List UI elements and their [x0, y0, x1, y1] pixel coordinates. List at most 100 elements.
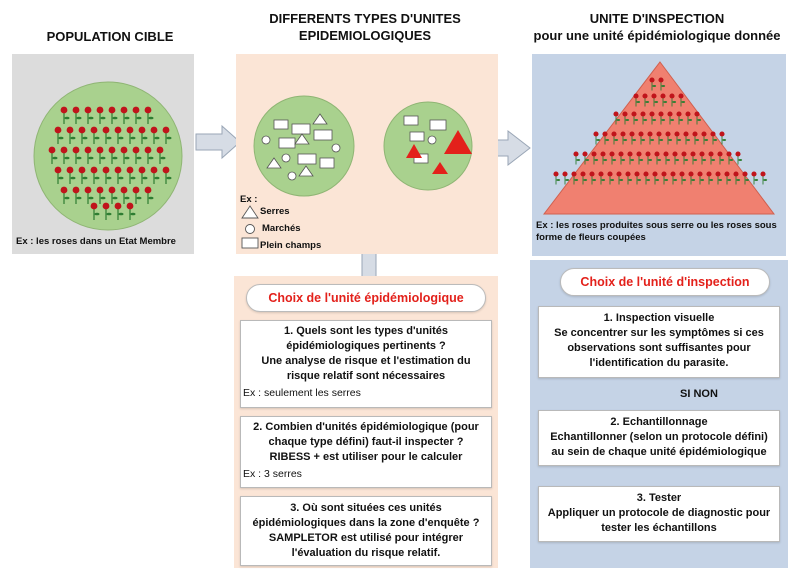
rose-icon: [48, 146, 56, 154]
epi-q3-line4: l'évaluation du risque relatif.: [291, 547, 441, 559]
rose-leaf: [160, 156, 166, 160]
heading-types: DIFFERENTS TYPES D'UNITES EPIDEMIOLOGIQU…: [240, 10, 490, 44]
rose-leaf: [148, 156, 154, 160]
rose-icon: [72, 146, 80, 154]
insp-step-1: 1. Inspection visuelle Se concentrer sur…: [538, 306, 780, 378]
rose-icon: [593, 131, 599, 137]
epi-q2-line2: chaque type défini) faut-il inspecter ?: [268, 436, 464, 448]
rose-leaf: [94, 212, 100, 216]
rose-leaf: [596, 139, 601, 141]
rose-leaf: [82, 136, 88, 140]
rose-leaf: [729, 159, 734, 161]
rose-icon: [78, 126, 86, 134]
rose-icon: [609, 151, 615, 157]
rose-leaf: [106, 212, 112, 216]
rose-leaf: [592, 179, 597, 181]
rose-leaf: [704, 139, 709, 141]
rose-leaf: [136, 156, 142, 160]
rose-leaf: [697, 119, 702, 121]
rose-leaf: [695, 139, 700, 141]
rose-leaf: [100, 156, 106, 160]
rose-leaf: [675, 159, 680, 161]
rose-icon: [658, 111, 664, 117]
rose-leaf: [118, 136, 124, 140]
rose-icon: [654, 151, 660, 157]
rose-leaf: [166, 136, 172, 140]
rose-leaf: [666, 159, 671, 161]
rose-leaf: [736, 179, 741, 181]
rose-leaf: [52, 156, 58, 160]
rose-icon: [144, 106, 152, 114]
heading-types-line1: DIFFERENTS TYPES D'UNITES: [269, 11, 461, 26]
rose-icon: [678, 93, 684, 99]
rose-leaf: [100, 196, 106, 200]
rose-leaf: [632, 139, 637, 141]
rose-icon: [126, 126, 134, 134]
insp-step3-line3: tester les échantillons: [601, 522, 717, 534]
rose-leaf: [702, 159, 707, 161]
rose-icon: [580, 171, 586, 177]
rose-icon: [150, 166, 158, 174]
rose-icon: [96, 146, 104, 154]
rose-icon: [640, 111, 646, 117]
rose-icon: [54, 166, 62, 174]
rose-icon: [66, 166, 74, 174]
rose-icon: [144, 146, 152, 154]
rose-icon: [642, 93, 648, 99]
rose-icon: [724, 171, 730, 177]
epi-q1-line3: Une analyse de risque et l'estimation du: [261, 355, 471, 367]
red-triangle-medium: [406, 144, 422, 158]
rose-leaf: [684, 159, 689, 161]
rose-icon: [108, 146, 116, 154]
rose-leaf: [670, 119, 675, 121]
rose-icon: [726, 151, 732, 157]
rose-leaf: [630, 159, 635, 161]
rose-icon: [84, 186, 92, 194]
rose-icon: [760, 171, 766, 177]
insp-step1-line1: 1. Inspection visuelle: [603, 312, 715, 324]
rose-icon: [652, 171, 658, 177]
rose-leaf: [148, 196, 154, 200]
rose-icon: [733, 171, 739, 177]
rose-icon: [681, 151, 687, 157]
inspection-example-line2: forme de fleurs coupées: [536, 232, 646, 243]
rose-icon: [667, 111, 673, 117]
rose-leaf: [58, 176, 64, 180]
rose-leaf: [605, 139, 610, 141]
rose-leaf: [136, 196, 142, 200]
rose-icon: [602, 131, 608, 137]
legend-triangle-shape: [241, 205, 259, 219]
rose-icon: [108, 186, 116, 194]
rose-leaf: [130, 136, 136, 140]
rose-icon: [60, 106, 68, 114]
rose-leaf: [655, 179, 660, 181]
rose-icon: [638, 131, 644, 137]
rose-leaf: [637, 179, 642, 181]
rose-icon: [562, 171, 568, 177]
rose-leaf: [693, 159, 698, 161]
insp-step-3: 3. Tester Appliquer un protocole de diag…: [538, 486, 780, 542]
legend-serres: Serres: [260, 206, 290, 217]
rose-icon: [66, 126, 74, 134]
rose-icon: [627, 151, 633, 157]
rose-leaf: [646, 179, 651, 181]
insp-step1-line2: Se concentrer sur les symptômes si ces: [554, 327, 764, 339]
rose-leaf: [720, 159, 725, 161]
rose-leaf: [673, 179, 678, 181]
insp-step-2: 2. Echantillonnage Echantillonner (selon…: [538, 410, 780, 466]
red-triangle-large: [444, 130, 472, 154]
rose-leaf: [645, 101, 650, 103]
epi-q1-line2: épidémiologiques pertinents ?: [286, 340, 446, 352]
rose-leaf: [727, 179, 732, 181]
rose-icon: [611, 131, 617, 137]
rose-icon: [90, 166, 98, 174]
rose-icon: [690, 151, 696, 157]
rose-leaf: [661, 119, 666, 121]
rose-leaf: [556, 179, 561, 181]
rose-leaf: [650, 139, 655, 141]
rose-leaf: [142, 176, 148, 180]
inspection-example-line1: Ex : les roses produites sous serre ou l…: [536, 220, 777, 231]
rose-leaf: [641, 139, 646, 141]
rose-icon: [90, 126, 98, 134]
rose-leaf: [112, 116, 118, 120]
